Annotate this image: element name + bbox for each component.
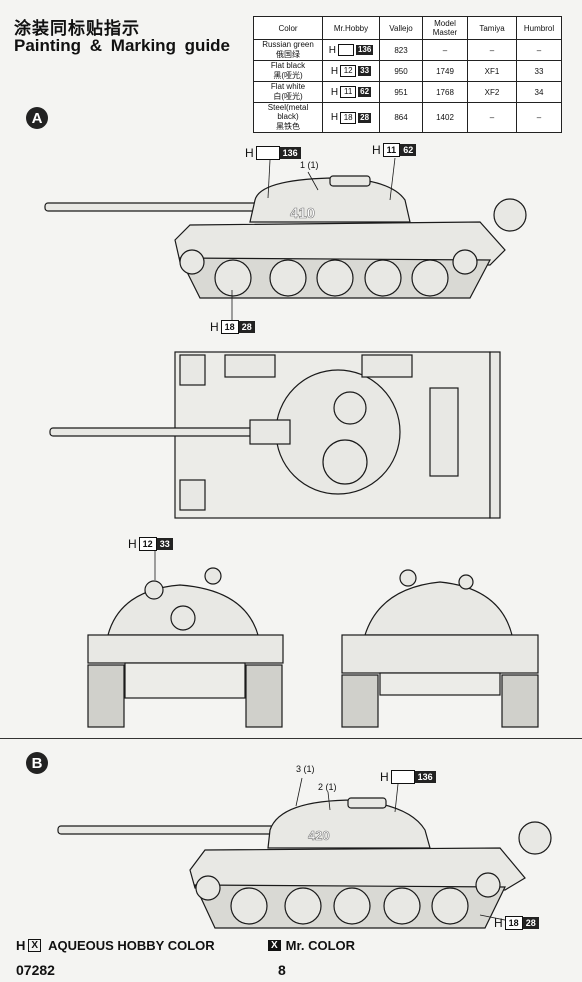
page-number: 8 [278,962,286,978]
col-mrhobby: Mr.Hobby [322,16,380,40]
decal-ref-1: 1 (1) [300,160,319,170]
legend-mr-color: X Mr. COLOR [268,938,355,953]
hull-number-a: 410 [290,205,315,222]
page-title: Painting & Marking guide [14,36,231,55]
title-chinese: 涂装同标贴指示 [14,19,140,38]
product-code: 07282 [16,962,55,978]
tank-front-view-a [87,567,284,728]
tank-top-view-a [49,351,501,519]
tank-side-view-a [44,175,527,299]
table-header-row: Color Mr.Hobby Vallejo Model Master Tami… [253,16,562,40]
decal-ref-3: 3 (1) [296,764,315,774]
col-modelmaster: Model Master [422,16,468,40]
legend-aqueous: H X AQUEOUS HOBBY COLOR [16,938,215,953]
tank-rear-view-a [341,569,539,728]
col-humbrol: Humbrol [516,16,562,40]
paint-reference-table: Color Mr.Hobby Vallejo Model Master Tami… [253,16,562,133]
hull-number-b: 420 [308,828,330,843]
section-a-badge: A [26,107,48,129]
section-divider [0,738,582,739]
section-b-badge: B [26,752,48,774]
tank-side-view-b [57,797,552,929]
decal-ref-2: 2 (1) [318,782,337,792]
col-color: Color [253,16,323,40]
